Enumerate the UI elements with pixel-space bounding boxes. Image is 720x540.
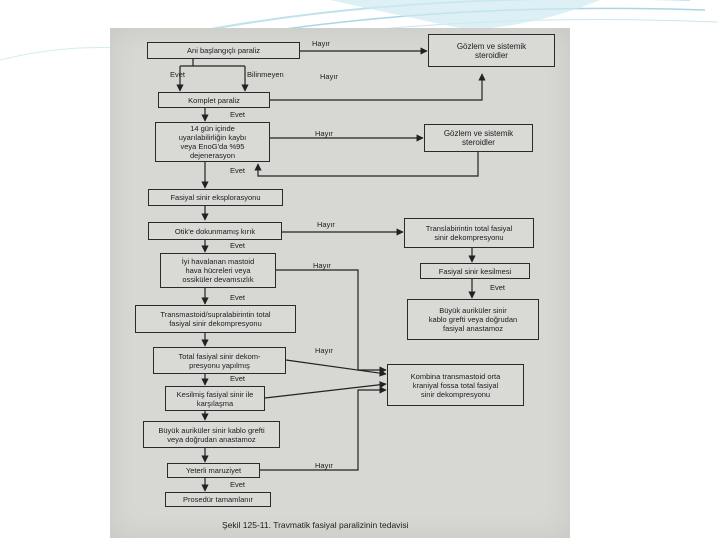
label-evet-3: Evet: [230, 166, 246, 175]
figure-caption: Şekil 125-11. Travmatik fasiyal paralizi…: [222, 520, 408, 530]
label-hayir-6: Hayır: [315, 346, 333, 355]
node-mastoid: İyi havalanan mastoid hava hücreleri vey…: [160, 253, 276, 288]
label-hayir-1: Hayır: [312, 39, 330, 48]
label-evet-5: Evet: [490, 283, 506, 292]
label-hayir-5: Hayır: [313, 261, 331, 270]
label-bilinmeyen: Bilinmeyen: [247, 70, 284, 79]
node-otik-kirik: Otik'e dokunmamış kırık: [148, 222, 282, 240]
node-buyuk-aurikuler-sag: Büyük auriküler sinir kablo grefti veya …: [407, 299, 539, 340]
node-14-gun: 14 gün içinde uyarılabilirliğin kaybı ve…: [155, 122, 270, 162]
label-hayir-3: Hayır: [315, 129, 333, 138]
label-evet-2: Evet: [230, 110, 246, 119]
label-evet-8: Evet: [230, 480, 246, 489]
node-ani-paraliz: Ani başlangıçlı paraliz: [147, 42, 300, 59]
scanned-flowchart-page: Ani başlangıçlı paraliz Gözlem ve sistem…: [110, 28, 570, 538]
node-gozlem-steroid-2: Gözlem ve sistemik steroidler: [424, 124, 533, 152]
label-evet-1: Evet: [170, 70, 186, 79]
node-kesilmis-sinir: Kesilmiş fasiyal sinir ile karşılaşma: [165, 386, 265, 411]
label-hayir-7: Hayır: [315, 461, 333, 470]
node-translabirintin: Translabirintin total fasiyal sinir deko…: [404, 218, 534, 248]
node-gozlem-steroid-1: Gözlem ve sistemik steroidler: [428, 34, 555, 67]
node-yeterli-maruziyet: Yeterli maruziyet: [167, 463, 260, 478]
node-eksplorasyon: Fasiyal sinir eksplorasyonu: [148, 189, 283, 206]
label-evet-4: Evet: [230, 241, 246, 250]
node-kombina: Kombina transmastoid orta kraniyal fossa…: [387, 364, 524, 406]
label-evet-6: Evet: [230, 293, 246, 302]
node-fasiyal-sinir-kesilmesi: Fasiyal sinir kesilmesi: [420, 263, 530, 279]
node-buyuk-aurikuler-sol: Büyük auriküler sinir kablo grefti veya …: [143, 421, 280, 448]
caption-text: Şekil 125-11. Travmatik fasiyal paralizi…: [222, 520, 409, 530]
label-hayir-4: Hayır: [317, 220, 335, 229]
label-hayir-2: Hayır: [320, 72, 338, 81]
node-transmastoid: Transmastoid/supralabirintin total fasiy…: [135, 305, 296, 333]
flowchart-connectors: [176, 47, 486, 492]
label-evet-7: Evet: [230, 374, 246, 383]
node-total-dekompresyon: Total fasiyal sinir dekom- presyonu yapı…: [153, 347, 286, 374]
node-komplet-paraliz: Komplet paraliz: [158, 92, 270, 108]
node-prosedur-tamamlanir: Prosedür tamamlanır: [165, 492, 271, 507]
